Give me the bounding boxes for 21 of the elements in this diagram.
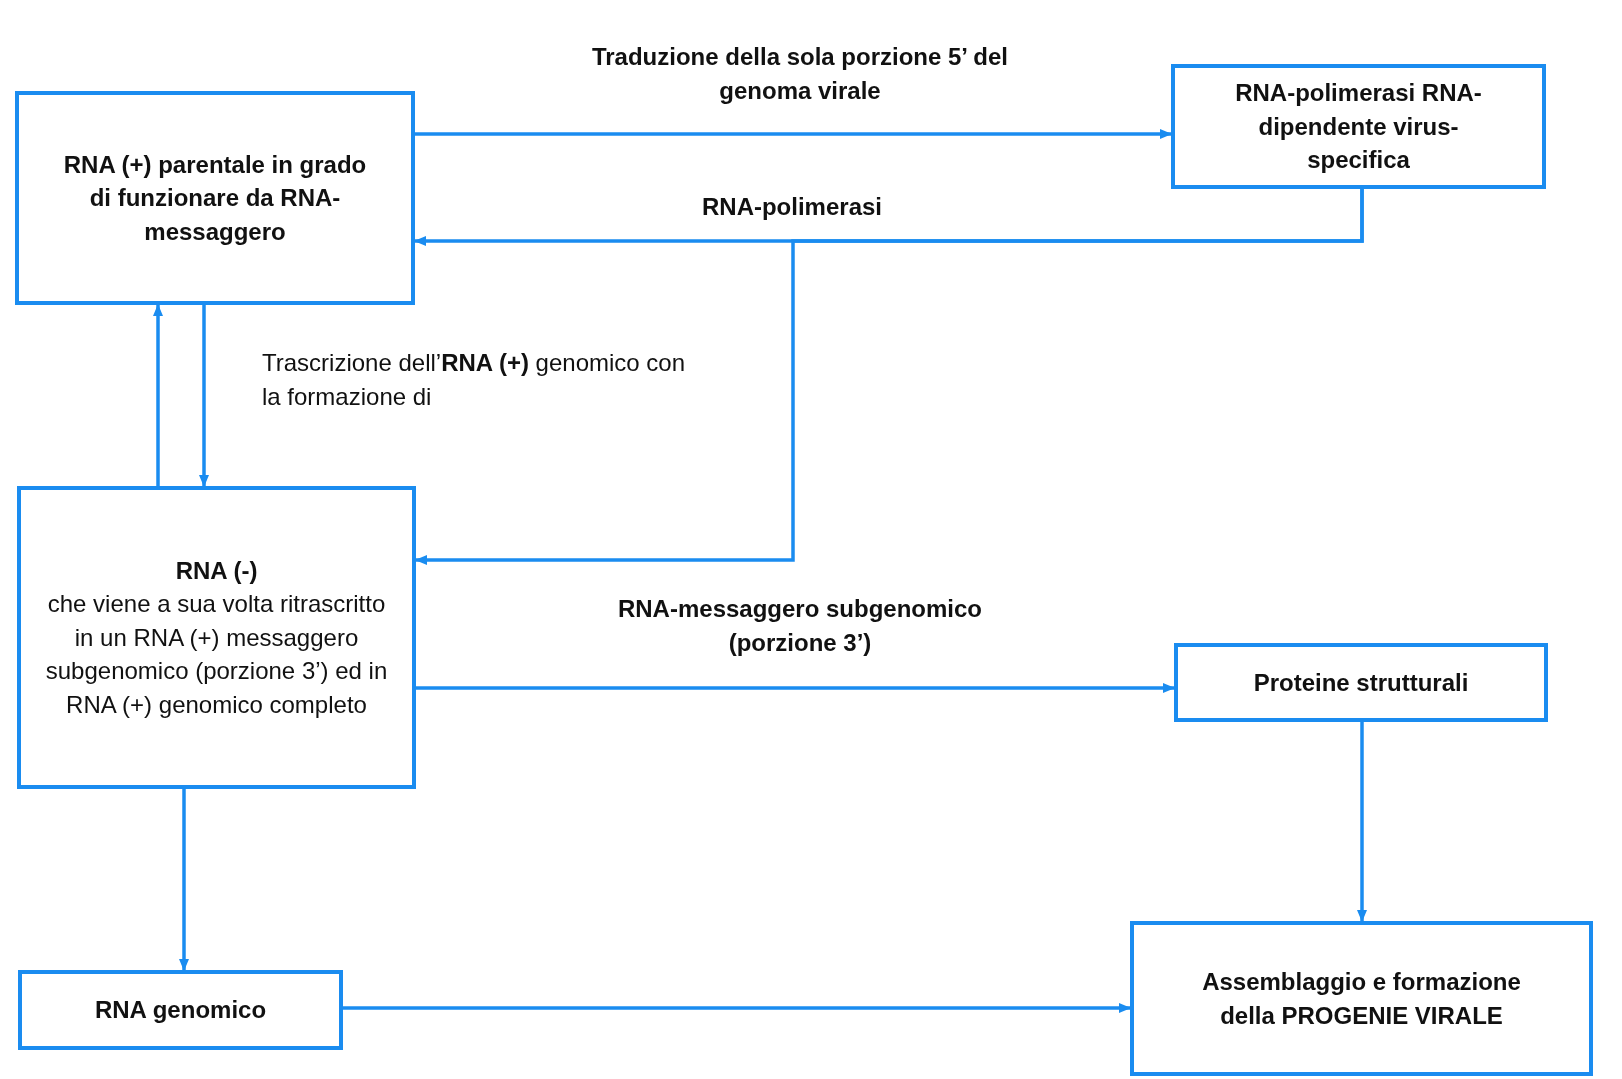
arrow <box>199 305 209 487</box>
process-box <box>18 970 343 1050</box>
process-box <box>15 91 415 305</box>
arrow <box>415 129 1172 139</box>
box-text: che viene a sua volta ritrascritto in un RNA (+) messaggero subgenomico (porzione 3’) ed in RNA (+) genomico completo <box>44 589 389 720</box>
box-heading: Proteine strutturali <box>1253 667 1469 698</box>
process-box <box>1171 64 1546 189</box>
arrow <box>153 304 163 486</box>
box-heading: RNA (+) parentale in grado di funzionare da RNA-messaggero <box>62 149 368 247</box>
arrow <box>1357 722 1367 922</box>
box-heading: RNA genomico <box>94 995 267 1026</box>
process-box <box>17 486 416 789</box>
process-box <box>1130 921 1593 1076</box>
process-box <box>1174 643 1548 722</box>
arrow <box>343 1003 1131 1013</box>
arrow <box>416 683 1175 693</box>
arrow <box>415 189 1364 565</box>
arrow <box>179 789 189 971</box>
box-heading: RNA-polimerasi RNA-dipendente virus-specifica <box>1234 78 1483 176</box>
box-heading: RNA (-) <box>175 555 258 586</box>
box-heading: Assemblaggio e formazione della PROGENIE VIRALE <box>1201 966 1522 1031</box>
